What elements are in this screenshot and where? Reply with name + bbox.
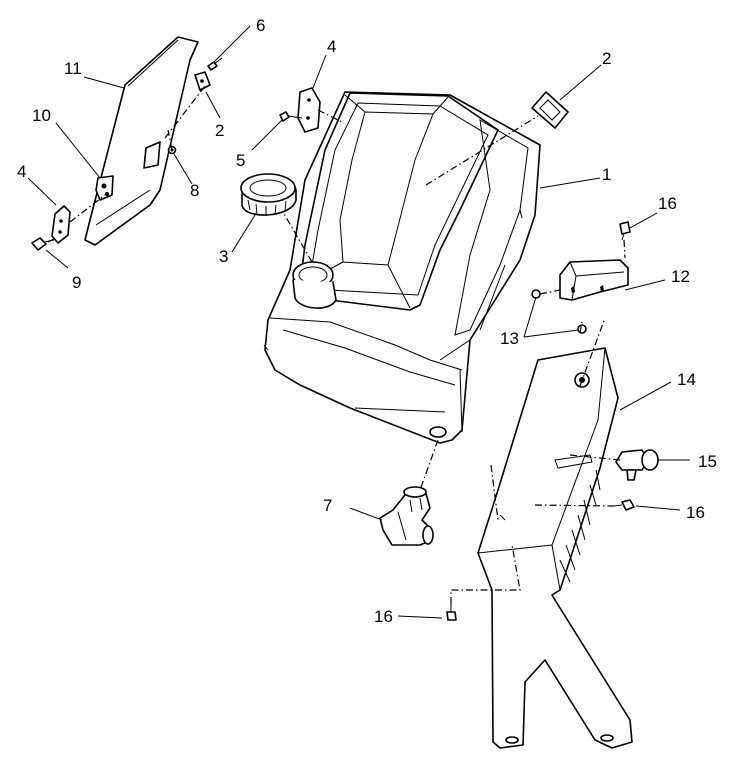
bracket-part-4-left — [51, 205, 71, 244]
fuel-tank-part-1 — [263, 91, 541, 444]
fuel-cap-part-3 — [240, 173, 297, 216]
callout-10: 10 — [32, 106, 51, 125]
leader-lines — [27, 25, 690, 619]
callout-11: 11 — [64, 59, 82, 78]
callout-5: 5 — [236, 151, 245, 170]
callout-12: 12 — [671, 267, 690, 286]
valve-part-15 — [615, 449, 659, 481]
bolt-part-16-bottom — [446, 604, 457, 621]
bracket-part-2-left — [194, 71, 211, 91]
callout-4-top: 4 — [327, 37, 336, 56]
callout-3: 3 — [219, 247, 228, 266]
callout-15: 15 — [698, 452, 717, 471]
bracket-part-4-top — [297, 87, 321, 133]
cover-part-11 — [84, 36, 199, 246]
bracket-part-12 — [559, 259, 629, 301]
callout-2-right: 2 — [602, 49, 611, 68]
screw-part-5 — [279, 111, 303, 122]
callouts: 11 10 4 9 6 2 8 4 5 3 2 1 16 12 13 14 15… — [17, 16, 717, 626]
mount-bracket-part-14 — [477, 347, 633, 749]
latch-part-10 — [95, 175, 114, 201]
callout-1: 1 — [602, 165, 611, 184]
callout-6: 6 — [256, 16, 265, 35]
bolt-part-16-middle — [613, 499, 635, 511]
callout-9: 9 — [72, 273, 81, 292]
callout-14: 14 — [677, 370, 696, 389]
callout-4-left: 4 — [17, 162, 26, 181]
callout-16-middle: 16 — [686, 503, 705, 522]
rivet-part-9 — [31, 237, 55, 251]
callout-16-top: 16 — [658, 194, 677, 213]
elbow-fitting-part-7 — [379, 486, 434, 546]
callout-16-bottom: 16 — [374, 607, 393, 626]
pad-part-2-right — [531, 91, 569, 129]
callout-13: 13 — [500, 329, 519, 348]
callout-2-left: 2 — [215, 121, 224, 140]
screw-part-6 — [207, 57, 223, 71]
bolt-part-16-top — [619, 221, 631, 241]
callout-8: 8 — [190, 181, 199, 200]
callout-7: 7 — [323, 496, 332, 515]
assembly-lines — [47, 85, 626, 604]
